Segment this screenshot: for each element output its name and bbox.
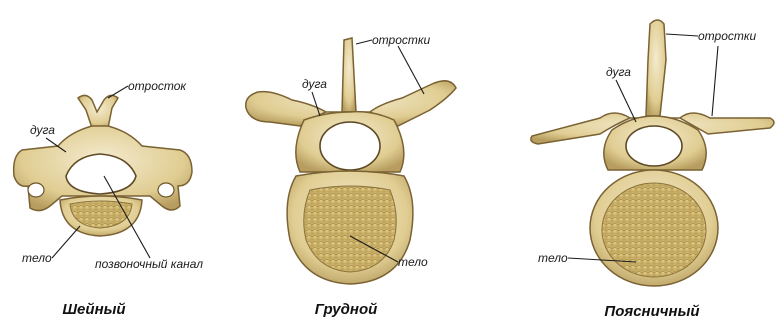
lumbar-vertebra: отростки дуга тело Поясничный (531, 20, 774, 320)
cervical-caption: Шейный (62, 301, 125, 318)
lumbar-process-leader-1 (666, 34, 698, 36)
lumbar-label-body: тело (538, 251, 568, 265)
cervical-body-leader (52, 226, 80, 258)
cervical-label-arch: дуга (30, 123, 55, 137)
lumbar-bone-illustration (531, 20, 774, 286)
thoracic-process-leader-2 (398, 46, 424, 94)
lumbar-process-leader-2 (712, 46, 718, 116)
thoracic-process-leader-1 (356, 40, 372, 44)
thoracic-label-body: тело (398, 255, 428, 269)
cervical-label-canal: позвоночный канал (95, 257, 203, 271)
thoracic-bone-illustration (246, 38, 456, 284)
cervical-label-body: тело (22, 251, 52, 265)
cervical-process-leader (108, 86, 128, 98)
thoracic-label-process: отростки (372, 33, 431, 47)
thoracic-label-arch: дуга (302, 77, 327, 91)
cervical-bone-illustration (14, 95, 192, 236)
cervical-label-process: отросток (128, 79, 187, 93)
lumbar-label-arch: дуга (606, 65, 631, 79)
lumbar-caption: Поясничный (604, 303, 699, 320)
thoracic-vertebra: отростки дуга тело Грудной (246, 33, 456, 318)
lumbar-label-process: отростки (698, 29, 757, 43)
cervical-vertebra: отросток дуга тело позвоночный канал Шей… (14, 79, 204, 318)
thoracic-caption: Грудной (315, 301, 378, 318)
